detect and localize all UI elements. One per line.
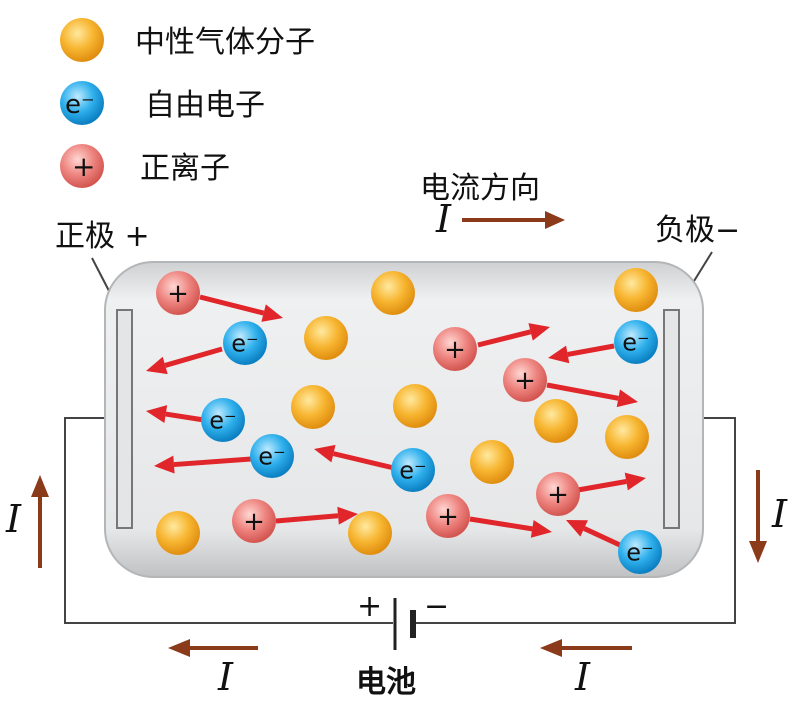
current-arrow-bottom-left xyxy=(168,639,258,657)
neutral-molecule xyxy=(614,268,658,312)
legend-ion-symbol: + xyxy=(72,150,95,183)
legend: 中性气体分子 e⁻ 自由电子 + 正离子 xyxy=(60,18,315,188)
current-arrow-left xyxy=(31,475,49,568)
motion-arrow xyxy=(275,506,358,525)
free-electron: e⁻ xyxy=(250,434,294,478)
motion-arrow xyxy=(314,444,395,471)
legend-ion-icon xyxy=(60,144,104,188)
free-electron: e⁻ xyxy=(391,448,435,492)
battery xyxy=(393,598,416,650)
battery-plus-sign: + xyxy=(357,589,382,624)
free-electron: e⁻ xyxy=(618,530,662,574)
positive-ion-symbol: + xyxy=(547,480,569,510)
neutral-molecule xyxy=(371,271,415,315)
positive-ion: + xyxy=(156,271,200,315)
current-symbol-bottom-left: I xyxy=(217,655,234,699)
motion-arrow xyxy=(199,294,283,322)
positive-ion: + xyxy=(536,472,580,516)
current-arrow-top xyxy=(462,211,565,229)
legend-neutral-label: 中性气体分子 xyxy=(135,25,315,60)
positive-ion: + xyxy=(503,358,547,402)
current-symbol-left: I xyxy=(5,497,22,541)
particle-layer: e⁻ e⁻ e⁻ e⁻ e⁻ e⁻ + + + + + + xyxy=(156,268,662,574)
motion-arrow xyxy=(477,323,550,348)
positive-electrode-plate xyxy=(116,309,133,529)
current-symbol-top: I xyxy=(435,197,452,241)
legend-neutral-icon xyxy=(60,18,104,62)
free-electron-symbol: e⁻ xyxy=(258,442,285,470)
motion-arrow xyxy=(566,520,624,549)
battery-label: 电池 xyxy=(356,665,416,700)
neutral-molecule xyxy=(605,415,649,459)
free-electron-symbol: e⁻ xyxy=(626,538,653,566)
free-electron-symbol: e⁻ xyxy=(209,406,236,434)
positive-ion-symbol: + xyxy=(167,279,189,309)
motion-arrow xyxy=(548,343,615,364)
positive-electrode-label: 正极 + xyxy=(55,219,150,254)
current-symbol-bottom-right: I xyxy=(574,655,591,699)
free-electron: e⁻ xyxy=(614,320,658,364)
free-electron: e⁻ xyxy=(201,398,245,442)
arrow-layer xyxy=(146,294,646,549)
free-electron-symbol: e⁻ xyxy=(622,328,649,356)
circuit-wire xyxy=(64,417,736,624)
legend-electron-symbol: e⁻ xyxy=(65,90,95,120)
motion-arrow xyxy=(577,472,646,493)
neutral-molecule xyxy=(304,316,348,360)
positive-ion-symbol: + xyxy=(514,366,536,396)
negative-electrode-label: 负极− xyxy=(655,213,740,248)
neutral-molecule xyxy=(534,399,578,443)
positive-ion-symbol: + xyxy=(243,507,265,537)
neutral-molecule xyxy=(291,385,335,429)
motion-arrow xyxy=(146,405,205,423)
positive-ion-symbol: + xyxy=(437,502,459,532)
current-direction-label: 电流方向 xyxy=(420,171,540,206)
motion-arrow xyxy=(469,516,552,538)
free-electron: e⁻ xyxy=(223,321,267,365)
positive-ion: + xyxy=(426,494,470,538)
positive-ion: + xyxy=(433,327,477,371)
neutral-molecule xyxy=(348,511,392,555)
motion-arrow xyxy=(546,382,638,408)
free-electron-symbol: e⁻ xyxy=(399,456,426,484)
motion-arrow xyxy=(146,346,223,375)
positive-ion: + xyxy=(232,499,276,543)
motion-arrow xyxy=(154,455,252,474)
positive-ion-symbol: + xyxy=(444,335,466,365)
neutral-molecule xyxy=(393,384,437,428)
neutral-molecule xyxy=(156,511,200,555)
negative-electrode-plate xyxy=(663,309,680,529)
battery-minus-sign: − xyxy=(424,589,449,624)
legend-ion-label: 正离子 xyxy=(140,151,230,186)
legend-electron-icon xyxy=(60,81,104,125)
legend-electron-label: 自由电子 xyxy=(145,88,265,123)
current-arrow-bottom-right xyxy=(540,639,632,657)
current-arrow-right xyxy=(749,470,767,563)
neutral-molecule xyxy=(470,440,514,484)
current-symbol-right: I xyxy=(771,492,788,536)
free-electron-symbol: e⁻ xyxy=(231,329,258,357)
